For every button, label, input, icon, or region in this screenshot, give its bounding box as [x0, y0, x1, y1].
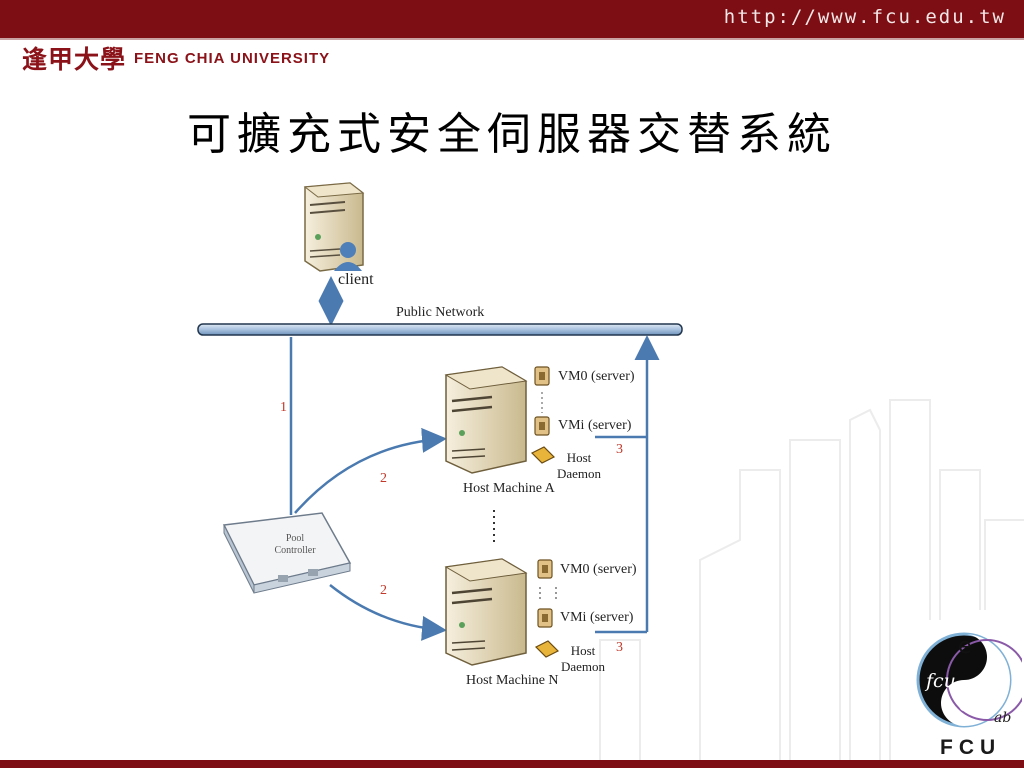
badge-top-letter: e — [958, 634, 972, 659]
client-server-icon — [303, 182, 365, 272]
logo-english: Feng Chia University — [134, 49, 331, 67]
edge-2a-label: 2 — [380, 471, 387, 486]
public-network-bus — [197, 323, 683, 336]
pool-controller-label: Pool Controller — [274, 533, 316, 556]
host-a-daemon-label: Host Daemon — [556, 450, 602, 481]
edge-3n-label: 3 — [616, 640, 623, 655]
host-n-vmi-label: VMi (server) — [560, 610, 634, 625]
host-n-server-icon — [444, 558, 528, 666]
slide-title: 可擴充式安全伺服器交替系統 — [187, 109, 837, 160]
diagram-svg — [197, 182, 683, 666]
badge-fcu-text: fcu — [926, 670, 956, 692]
fcu-wordmark: FCU — [940, 736, 1002, 759]
host-a-vmi-icon — [534, 416, 550, 436]
host-n-vm0-icon — [537, 559, 553, 579]
host-n-vm0-label: VM0 (server) — [560, 562, 637, 577]
elab-badge: e fcu e ab — [912, 628, 1024, 738]
host-a-vm0-label: VM0 (server) — [558, 369, 635, 384]
host-a-server-icon — [444, 366, 528, 474]
logo-chinese: 逢甲大學 — [22, 45, 127, 74]
edge-3a-label: 3 — [616, 442, 623, 457]
user-icon — [334, 242, 362, 271]
edge-1-label: 1 — [280, 400, 287, 415]
host-n-daemon-icon — [534, 640, 560, 658]
host-n-daemon-label: Host Daemon — [560, 643, 606, 674]
host-a-vmi-label: VMi (server) — [558, 418, 632, 433]
header-band: http://www.fcu.edu.tw — [0, 0, 1024, 38]
edge-2n-label: 2 — [380, 583, 387, 598]
site-url: http://www.fcu.edu.tw — [723, 6, 1006, 28]
host-n-name: Host Machine N — [466, 673, 559, 688]
footer-band — [0, 760, 1024, 768]
header-divider — [0, 38, 1024, 40]
badge-lab-text: ab — [994, 710, 1012, 726]
badge-bottom-letter: e — [958, 692, 972, 717]
network-label: Public Network — [396, 305, 485, 320]
host-n-vmi-icon — [537, 608, 553, 628]
university-logo: 逢甲大學 Feng Chia University — [22, 42, 330, 74]
client-label: client — [338, 271, 374, 288]
host-a-name: Host Machine A — [463, 481, 555, 496]
host-a-vm0-icon — [534, 366, 550, 386]
pool-controller-icon — [222, 512, 352, 594]
edge-pool-host-a — [294, 427, 447, 514]
architecture-diagram: client Public Network 1 2 2 3 3 VM0 (ser… — [180, 175, 700, 705]
host-a-daemon-icon — [530, 446, 556, 464]
elab-badge-graphic — [916, 632, 1024, 728]
edge-pool-host-n — [329, 584, 447, 641]
